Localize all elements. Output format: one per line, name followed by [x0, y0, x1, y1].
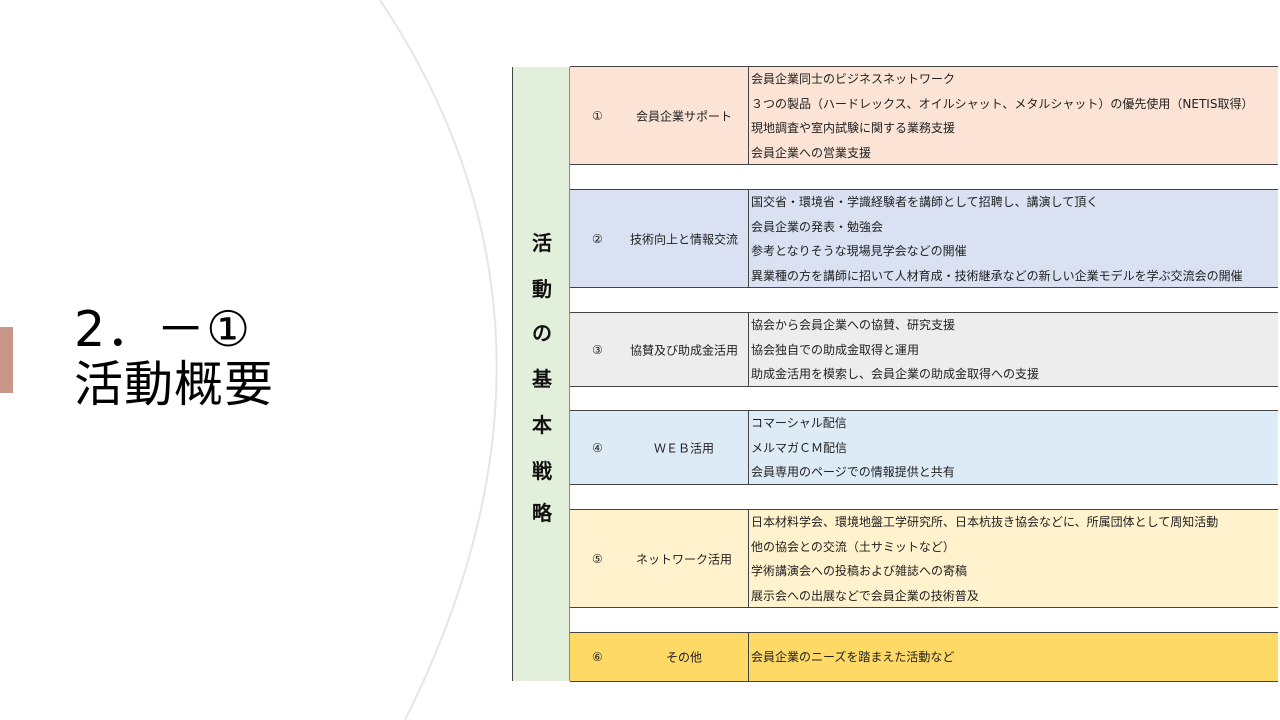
row-item: メルマガＣＭ配信	[751, 440, 848, 455]
row-name: ネットワーク活用	[635, 552, 732, 566]
strategy-label-char: 活	[532, 231, 552, 255]
row-items: 会員企業同士のビジネスネットワーク ３つの製品（ハードレックス、オイルシャット、…	[750, 67, 1278, 165]
row-item: 会員企業同士のビジネスネットワーク	[751, 72, 956, 86]
strategy-label-char: 略	[532, 501, 552, 525]
row-item: 協会から会員企業への協賛、研究支援	[751, 318, 956, 332]
row-item: 日本材料学会、環境地盤工学研究所、日本杭抜き協会などに、所属団体として周知活動	[751, 515, 1219, 529]
row-items: 会員企業のニーズを踏まえた活動など	[750, 645, 1278, 670]
row-number: ④	[592, 440, 603, 455]
row-name: 技術向上と情報交流	[629, 232, 738, 246]
strategy-table: 活 動 の 基 本 戦 略 ① 会員企業サポート 会員企業同士のビジネスネットワ…	[512, 66, 1278, 682]
row-item: 助成金活用を模索し、会員企業の助成金取得への支援	[751, 367, 1040, 381]
strategy-row-other: ⑥ その他 会員企業のニーズを踏まえた活動など	[570, 632, 1278, 682]
slide-title-line1: 2．－①	[74, 301, 252, 358]
row-item: ３つの製品（ハードレックス、オイルシャット、メタルシャット）の優先使用（NETI…	[751, 96, 1254, 111]
row-item: 会員専用のページでの情報提供と共有	[751, 465, 955, 479]
row-divider	[748, 190, 749, 287]
strategy-label-char: 動	[532, 277, 552, 301]
row-item: 学術講演会への投稿および雑誌への寄稿	[751, 564, 968, 578]
row-name: その他	[665, 650, 702, 665]
row-item: 会員企業の発表・勉強会	[751, 219, 884, 234]
row-item: 展示会への出展などで会員企業の技術普及	[751, 588, 979, 603]
strategy-label-char: の	[532, 321, 552, 345]
strategy-label-char: 基	[532, 367, 552, 391]
row-divider	[748, 411, 749, 484]
row-item: 他の協会との交流（土サミットなど）	[751, 539, 955, 554]
row-item: コマーシャル配信	[751, 416, 847, 430]
row-divider	[748, 633, 749, 681]
slide-title: 2．－① 活動概要	[74, 302, 274, 412]
accent-bar	[0, 327, 13, 393]
row-name: 会員企業サポート	[635, 109, 732, 123]
row-name: 協賛及び助成金活用	[629, 343, 738, 357]
row-items: 協会から会員企業への協賛、研究支援 協会独自での助成金取得と運用 助成金活用を模…	[750, 313, 1278, 387]
strategy-row-network: ⑤ ネットワーク活用 日本材料学会、環境地盤工学研究所、日本杭抜き協会などに、所…	[570, 509, 1278, 608]
row-divider	[748, 510, 749, 607]
row-item: 協会独自での助成金取得と運用	[751, 342, 920, 357]
row-number: ⑥	[592, 650, 603, 664]
row-item: 現地調査や室内試験に関する業務支援	[751, 121, 956, 135]
row-items: 日本材料学会、環境地盤工学研究所、日本杭抜き協会などに、所属団体として周知活動 …	[750, 510, 1278, 608]
strategy-row-tech-exchange: ② 技術向上と情報交流 国交省・環境省・学識経験者を講師として招聘し、講演して頂…	[570, 189, 1278, 288]
strategy-label-char: 本	[532, 413, 552, 437]
strategy-row-web: ④ ＷＥＢ活用 コマーシャル配信 メルマガＣＭ配信 会員専用のページでの情報提供…	[570, 410, 1278, 485]
row-divider	[748, 67, 749, 164]
row-name: ＷＥＢ活用	[653, 441, 714, 455]
strategy-label-column: 活 動 の 基 本 戦 略	[512, 67, 570, 681]
row-number: ③	[592, 342, 603, 357]
row-item: 参考となりそうな現場見学会などの開催	[751, 244, 967, 258]
row-items: 国交省・環境省・学識経験者を講師として招聘し、講演して頂く 会員企業の発表・勉強…	[750, 190, 1278, 288]
row-divider	[748, 313, 749, 386]
row-number: ①	[592, 108, 603, 123]
strategy-row-member-support: ① 会員企業サポート 会員企業同士のビジネスネットワーク ３つの製品（ハードレッ…	[570, 66, 1278, 165]
row-number: ②	[592, 231, 603, 246]
row-item: 会員企業のニーズを踏まえた活動など	[751, 650, 955, 664]
row-number: ⑤	[592, 551, 603, 566]
slide-title-line2: 活動概要	[74, 356, 275, 413]
row-item: 異業種の方を講師に招いて人材育成・技術継承などの新しい企業モデルを学ぶ交流会の開…	[751, 268, 1243, 283]
row-item: 国交省・環境省・学識経験者を講師として招聘し、講演して頂く	[751, 195, 1099, 209]
row-item: 会員企業への営業支援	[751, 145, 872, 160]
strategy-label-char: 戦	[532, 459, 552, 483]
row-items: コマーシャル配信 メルマガＣＭ配信 会員専用のページでの情報提供と共有	[750, 411, 1278, 485]
strategy-row-sponsorship-grants: ③ 協賛及び助成金活用 協会から会員企業への協賛、研究支援 協会独自での助成金取…	[570, 312, 1278, 387]
